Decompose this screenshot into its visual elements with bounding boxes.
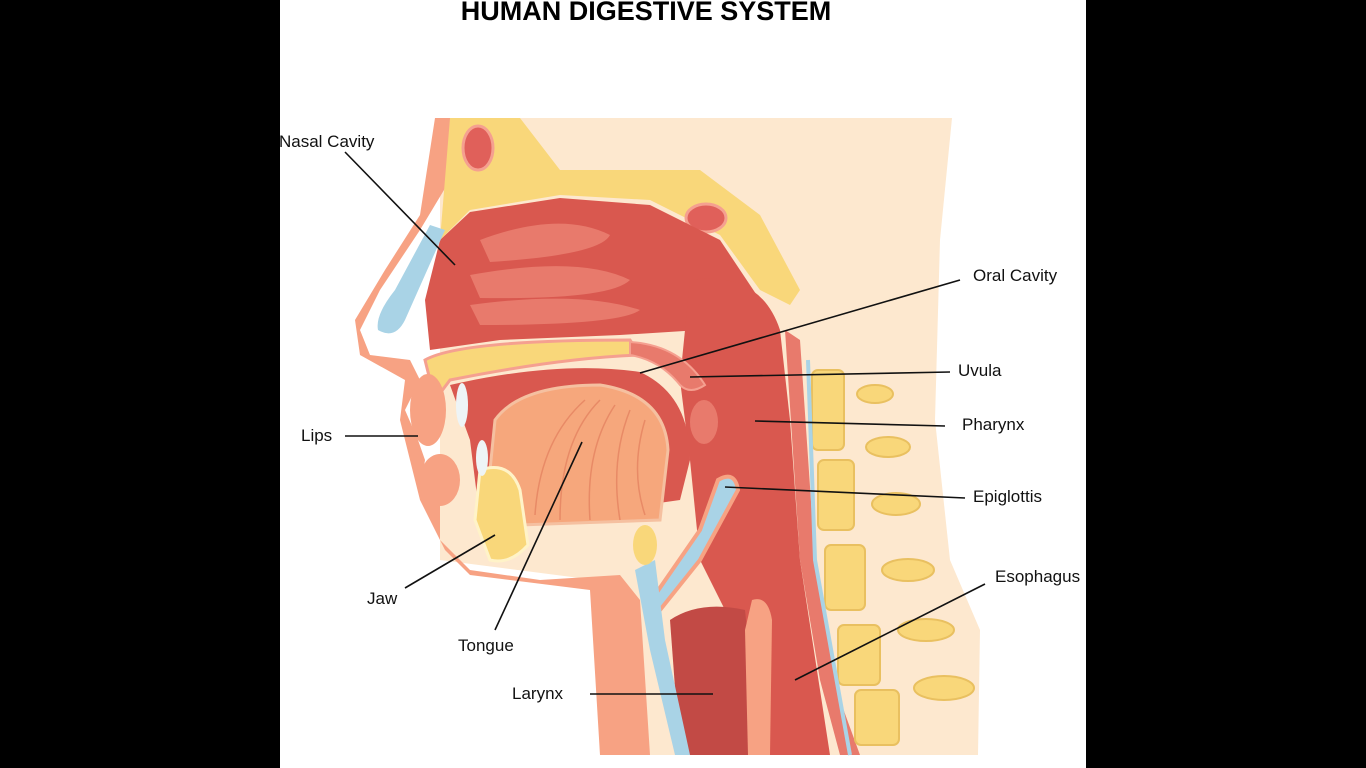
upper-lip	[410, 374, 446, 446]
label-oral-cavity: Oral Cavity	[973, 266, 1058, 285]
sinus-sphenoid	[684, 202, 728, 234]
larynx-cartilage	[745, 599, 772, 755]
trachea-cartilage	[635, 560, 690, 755]
sinus-frontal	[461, 124, 495, 172]
label-nasal-cavity: Nasal Cavity	[279, 132, 375, 151]
skull-bone	[440, 118, 800, 305]
soft-palate	[629, 340, 707, 391]
lower-tooth	[476, 440, 488, 476]
pharynx-cavity	[680, 278, 830, 755]
spine	[811, 369, 975, 746]
label-jaw: Jaw	[367, 589, 398, 608]
hyoid-bone	[633, 525, 657, 565]
nose-cartilage	[377, 225, 445, 334]
label-uvula: Uvula	[958, 361, 1002, 380]
label-tongue: Tongue	[458, 636, 514, 655]
nasal-turbinate	[470, 223, 640, 325]
upper-tooth	[456, 383, 468, 427]
esophagus-wall	[785, 330, 860, 755]
label-lips: Lips	[301, 426, 332, 445]
label-epiglottis: Epiglottis	[973, 487, 1042, 506]
label-pharynx: Pharynx	[962, 415, 1025, 434]
tonsil	[690, 400, 718, 444]
diagram-title: HUMAN DIGESTIVE SYSTEM	[461, 0, 832, 26]
label-larynx: Larynx	[512, 684, 564, 703]
leader-lines	[344, 151, 986, 695]
larynx	[670, 606, 760, 755]
label-esophagus: Esophagus	[995, 567, 1080, 586]
lower-lip	[420, 454, 460, 506]
spinal-disc-line	[806, 359, 852, 756]
tongue-muscle-lines	[534, 399, 646, 521]
jaw-bone	[473, 466, 530, 563]
tongue	[488, 383, 670, 527]
